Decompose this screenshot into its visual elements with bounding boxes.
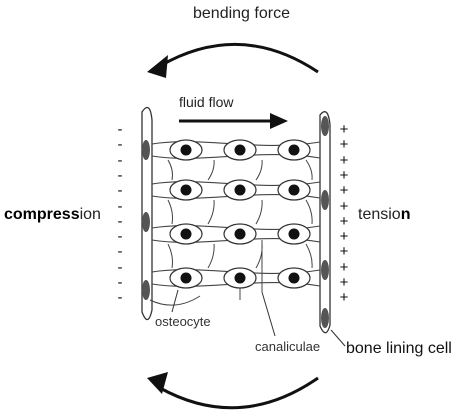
canaliculus xyxy=(167,199,173,225)
plus-sign: + xyxy=(339,197,349,215)
minus-sign: - xyxy=(117,243,123,261)
tension-label: tension xyxy=(358,207,410,223)
minus-sign: - xyxy=(117,228,123,246)
osteocyte-nucleus xyxy=(180,272,192,284)
plus-sign: + xyxy=(339,182,349,200)
minus-sign: - xyxy=(117,121,123,138)
osteocyte-nucleus xyxy=(234,228,246,240)
osteocyte-nucleus xyxy=(180,184,192,196)
bottom-bending-arrow xyxy=(159,376,319,410)
compression-label-rest: ion xyxy=(79,206,101,223)
canaliculus xyxy=(255,159,263,181)
osteocyte-nucleus xyxy=(288,272,300,284)
osteocyte-pointer xyxy=(171,289,179,313)
left-bone-lining-cells xyxy=(141,106,153,321)
osteocyte-nucleus xyxy=(288,184,300,196)
right-bone-lining-cells xyxy=(319,111,331,334)
osteocyte-nucleus xyxy=(180,144,192,156)
plus-sign: + xyxy=(339,121,349,138)
canaliculus xyxy=(305,159,313,181)
tension-label-rest: tensio xyxy=(358,206,401,223)
canaliculus xyxy=(305,243,313,269)
minus-sign: - xyxy=(117,258,123,276)
canaliculae-pointer xyxy=(261,291,276,337)
bottom-bending-arrowhead xyxy=(147,372,168,394)
top-bending-arrow xyxy=(159,43,319,74)
canaliculus xyxy=(255,199,263,225)
fluid-flow-label: fluid flow xyxy=(179,94,234,110)
minus-sign: - xyxy=(117,151,123,169)
canaliculae-label: canaliculae xyxy=(255,339,321,354)
osteocyte-nucleus xyxy=(234,184,246,196)
osteocyte-network xyxy=(149,139,321,306)
osteocyte-nucleus xyxy=(180,228,192,240)
plus-sign: + xyxy=(339,151,349,169)
plus-sign: + xyxy=(339,212,349,230)
plus-sign: + xyxy=(339,289,349,307)
bending-force-label: bending force xyxy=(193,5,290,22)
canaliculus xyxy=(207,199,215,225)
compression-label: compression xyxy=(4,207,101,223)
minus-sign: - xyxy=(117,136,123,154)
minus-sign: - xyxy=(117,289,123,307)
plus-sign: + xyxy=(339,274,349,291)
plus-sign: + xyxy=(339,136,349,154)
tension-label-bold: n xyxy=(400,206,411,223)
compression-label-bold: compress xyxy=(4,206,80,223)
plus-sign: + xyxy=(339,243,349,261)
canaliculus xyxy=(167,159,173,181)
minus-sign: - xyxy=(117,197,123,215)
canaliculus xyxy=(207,159,215,181)
fluid-flow-arrowhead xyxy=(270,113,288,129)
canaliculus xyxy=(207,243,215,269)
canaliculus xyxy=(167,243,173,269)
minus-sign: - xyxy=(117,166,123,184)
canaliculus xyxy=(255,243,263,269)
bone-lining-cell-pointer xyxy=(330,329,346,347)
canaliculus xyxy=(305,199,313,225)
plus-sign: + xyxy=(339,258,349,276)
minus-sign: - xyxy=(117,274,123,291)
plus-sign: + xyxy=(339,166,349,184)
plus-sign: + xyxy=(339,228,349,246)
osteocyte-label: osteocyte xyxy=(155,314,211,329)
top-bending-arrowhead xyxy=(147,55,168,78)
canaliculus xyxy=(149,295,201,306)
minus-sign: - xyxy=(117,212,123,230)
bone-lining-cell-label: bone lining cell xyxy=(346,340,452,357)
osteocyte-nucleus xyxy=(234,272,246,284)
osteocyte-nucleus xyxy=(288,228,300,240)
osteocyte-nucleus xyxy=(234,144,246,156)
minus-sign: - xyxy=(117,182,123,200)
osteocyte-nucleus xyxy=(288,144,300,156)
